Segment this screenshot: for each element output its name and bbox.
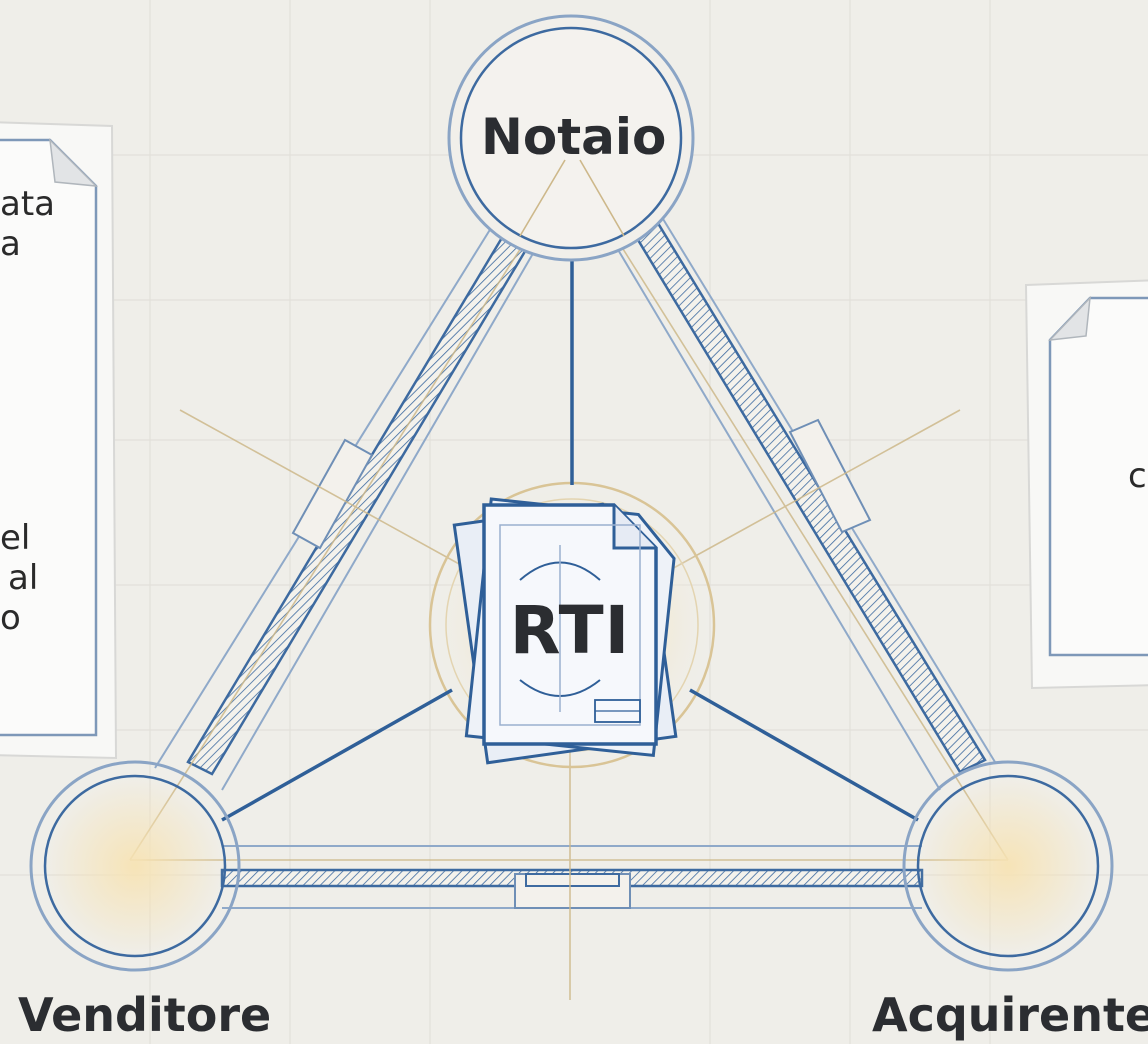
connector-lines — [221, 256, 919, 822]
construction-lines — [129, 167, 1009, 1000]
node-label-notaio: Notaio — [481, 108, 667, 166]
node-notaio — [447, 14, 695, 262]
notaio-construction — [519, 159, 625, 237]
right-note — [1024, 279, 1148, 690]
node-label-venditore: Venditore — [18, 988, 272, 1042]
node-venditore — [29, 760, 241, 972]
node-acquirente — [902, 760, 1114, 972]
node-label-acquirente: Acquirente — [872, 988, 1148, 1042]
left-note-line: a — [0, 224, 21, 264]
right-note-text: c — [1128, 456, 1147, 496]
left-note — [0, 121, 118, 760]
left-note-line: el — [0, 518, 31, 558]
rti-document-icon — [452, 497, 678, 765]
left-note-line: ata — [0, 184, 56, 224]
node-label-rti: RTI — [509, 592, 631, 669]
left-note-text-top: ata a — [0, 184, 90, 264]
left-note-text-bottom: el al o — [0, 518, 90, 638]
edge-venditore-acquirente — [220, 845, 924, 909]
left-note-line: o — [0, 598, 21, 638]
left-note-line: al — [8, 558, 39, 598]
